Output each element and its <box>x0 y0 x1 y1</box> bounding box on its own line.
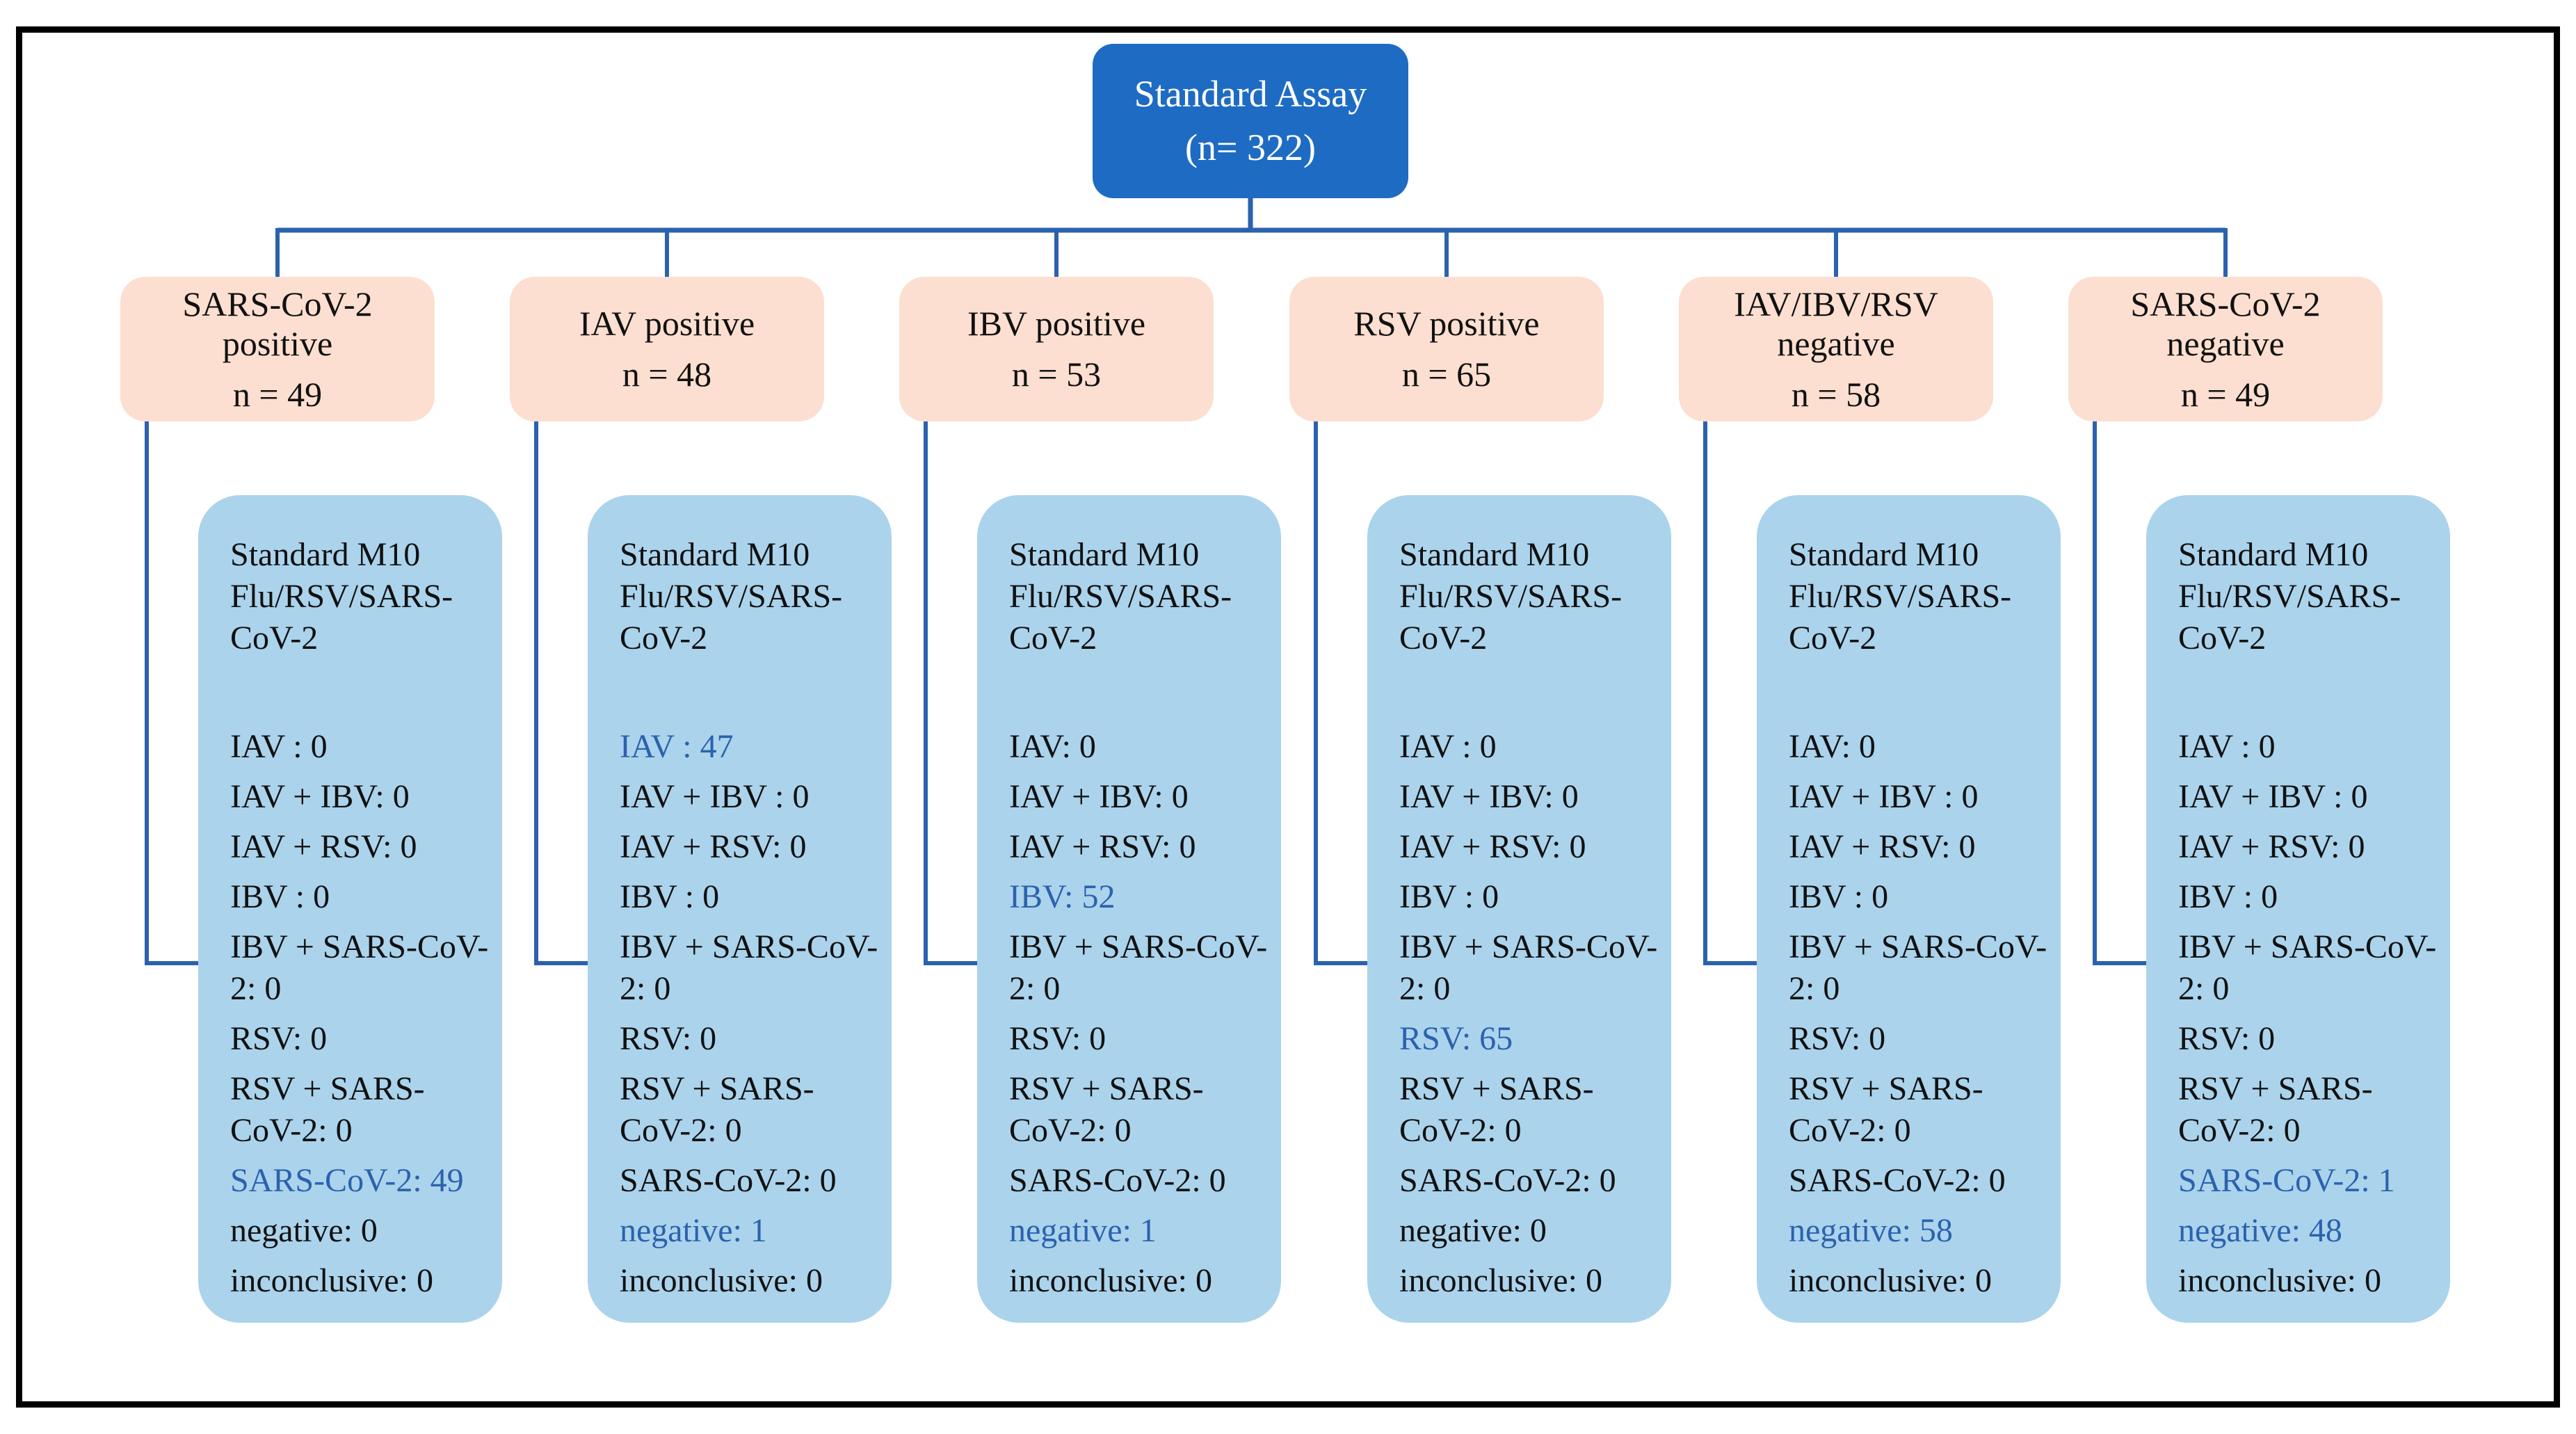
result-line: inconclusive: 0 <box>1399 1262 1602 1299</box>
result-line: IAV + RSV: 0 <box>1009 828 1196 865</box>
branch-title: SARS-CoV-2 negative <box>2130 284 2321 363</box>
result-line: RSV: 0 <box>1009 1020 1106 1057</box>
branch-n-count: n = 58 <box>1791 374 1881 414</box>
result-line: IAV + RSV: 0 <box>230 828 417 865</box>
result-line: IAV + RSV: 0 <box>1789 828 1976 865</box>
result-line: negative: 58 <box>1789 1212 1953 1249</box>
branch-box: RSV positive n = 65 <box>1289 277 1604 421</box>
assay-title: Standard M10 Flu/RSV/SARS-CoV-2 <box>1789 536 2012 656</box>
branch-n-count: n = 65 <box>1401 355 1492 394</box>
result-line: IBV : 0 <box>2178 878 2278 915</box>
result-line: IBV + SARS-CoV-2: 0 <box>1009 928 1268 1007</box>
result-line: inconclusive: 0 <box>230 1262 433 1299</box>
result-line: SARS-CoV-2: 0 <box>1789 1162 2006 1199</box>
branch-box: IAV/IBV/RSV negative n = 58 <box>1679 277 1993 421</box>
result-line: inconclusive: 0 <box>2178 1262 2381 1299</box>
figure-border <box>16 26 2560 1408</box>
result-line: SARS-CoV-2: 0 <box>1399 1162 1616 1199</box>
result-line: IBV + SARS-CoV-2: 0 <box>1789 928 2047 1007</box>
result-line: RSV: 0 <box>230 1020 328 1057</box>
branch-title: RSV positive <box>1353 304 1540 343</box>
branch-title: SARS-CoV-2 positive <box>182 284 373 363</box>
root-node-n: (n= 322) <box>1185 127 1316 168</box>
result-line: SARS-CoV-2: 0 <box>1009 1162 1226 1199</box>
result-line: RSV + SARS-CoV-2: 0 <box>620 1070 814 1149</box>
result-line: IAV : 0 <box>1399 728 1497 765</box>
result-line: SARS-CoV-2: 49 <box>230 1162 464 1199</box>
branch-n-count: n = 49 <box>2180 374 2271 414</box>
result-line: IAV + IBV : 0 <box>1789 778 1979 815</box>
result-line: negative: 48 <box>2178 1212 2342 1249</box>
branch-n-count: n = 49 <box>232 374 323 414</box>
branch-title: IAV/IBV/RSV negative <box>1734 284 1938 363</box>
assay-title: Standard M10 Flu/RSV/SARS-CoV-2 <box>620 536 843 656</box>
result-line: IAV: 0 <box>1009 728 1096 765</box>
branch-n-count: n = 48 <box>622 355 712 394</box>
result-line: RSV: 0 <box>1789 1020 1886 1057</box>
assay-title: Standard M10 Flu/RSV/SARS-CoV-2 <box>2178 536 2401 656</box>
result-line: inconclusive: 0 <box>1009 1262 1212 1299</box>
result-line: IBV + SARS-CoV-2: 0 <box>230 928 489 1007</box>
assay-title: Standard M10 Flu/RSV/SARS-CoV-2 <box>1009 536 1232 656</box>
root-node-title: Standard Assay <box>1134 72 1367 115</box>
result-line: RSV + SARS-CoV-2: 0 <box>1399 1070 1594 1149</box>
branch-n-count: n = 53 <box>1011 355 1102 394</box>
result-line: IBV : 0 <box>620 878 720 915</box>
result-line: IAV + RSV: 0 <box>2178 828 2365 865</box>
result-line: IAV: 0 <box>1789 728 1876 765</box>
result-line: IBV + SARS-CoV-2: 0 <box>620 928 878 1007</box>
result-line: IBV: 52 <box>1009 878 1116 915</box>
result-line: IAV + IBV: 0 <box>230 778 410 815</box>
result-line: IAV + RSV: 0 <box>620 828 807 865</box>
result-line: IBV + SARS-CoV-2: 0 <box>2178 928 2437 1007</box>
result-line: inconclusive: 0 <box>1789 1262 1992 1299</box>
result-line: IAV + RSV: 0 <box>1399 828 1586 865</box>
assay-title: Standard M10 Flu/RSV/SARS-CoV-2 <box>230 536 453 656</box>
result-line: inconclusive: 0 <box>620 1262 823 1299</box>
branch-box: SARS-CoV-2 negative n = 49 <box>2068 277 2383 421</box>
result-line: RSV: 65 <box>1399 1020 1513 1057</box>
result-line: RSV + SARS-CoV-2: 0 <box>1009 1070 1204 1149</box>
result-line: IAV + IBV: 0 <box>1399 778 1579 815</box>
branch-box: IBV positive n = 53 <box>899 277 1214 421</box>
assay-title: Standard M10 Flu/RSV/SARS-CoV-2 <box>1399 536 1623 656</box>
branch-title: IBV positive <box>967 304 1146 343</box>
result-line: negative: 0 <box>1399 1212 1547 1249</box>
result-line: IAV + IBV : 0 <box>620 778 810 815</box>
result-line: SARS-CoV-2: 1 <box>2178 1162 2395 1199</box>
branch-title: IAV positive <box>579 304 755 343</box>
result-line: IBV : 0 <box>230 878 330 915</box>
root-node: Standard Assay (n= 322) <box>1093 44 1408 198</box>
result-line: IAV + IBV: 0 <box>1009 778 1189 815</box>
result-line: RSV + SARS-CoV-2: 0 <box>2178 1070 2373 1149</box>
result-line: SARS-CoV-2: 0 <box>620 1162 837 1199</box>
result-line: RSV: 0 <box>620 1020 717 1057</box>
result-line: IAV : 0 <box>230 728 328 765</box>
result-line: IBV : 0 <box>1789 878 1889 915</box>
result-line: negative: 1 <box>1009 1212 1157 1249</box>
branch-box: IAV positive n = 48 <box>510 277 824 421</box>
result-line: IAV : 0 <box>2178 728 2276 765</box>
result-line: IAV : 47 <box>620 728 734 765</box>
result-line: RSV: 0 <box>2178 1020 2276 1057</box>
result-line: negative: 0 <box>230 1212 378 1249</box>
result-line: IAV + IBV : 0 <box>2178 778 2368 815</box>
result-line: IBV + SARS-CoV-2: 0 <box>1399 928 1658 1007</box>
result-line: negative: 1 <box>620 1212 767 1249</box>
result-line: RSV + SARS-CoV-2: 0 <box>230 1070 425 1149</box>
branch-box: SARS-CoV-2 positive n = 49 <box>120 277 435 421</box>
result-line: RSV + SARS-CoV-2: 0 <box>1789 1070 1983 1149</box>
result-line: IBV : 0 <box>1399 878 1499 915</box>
